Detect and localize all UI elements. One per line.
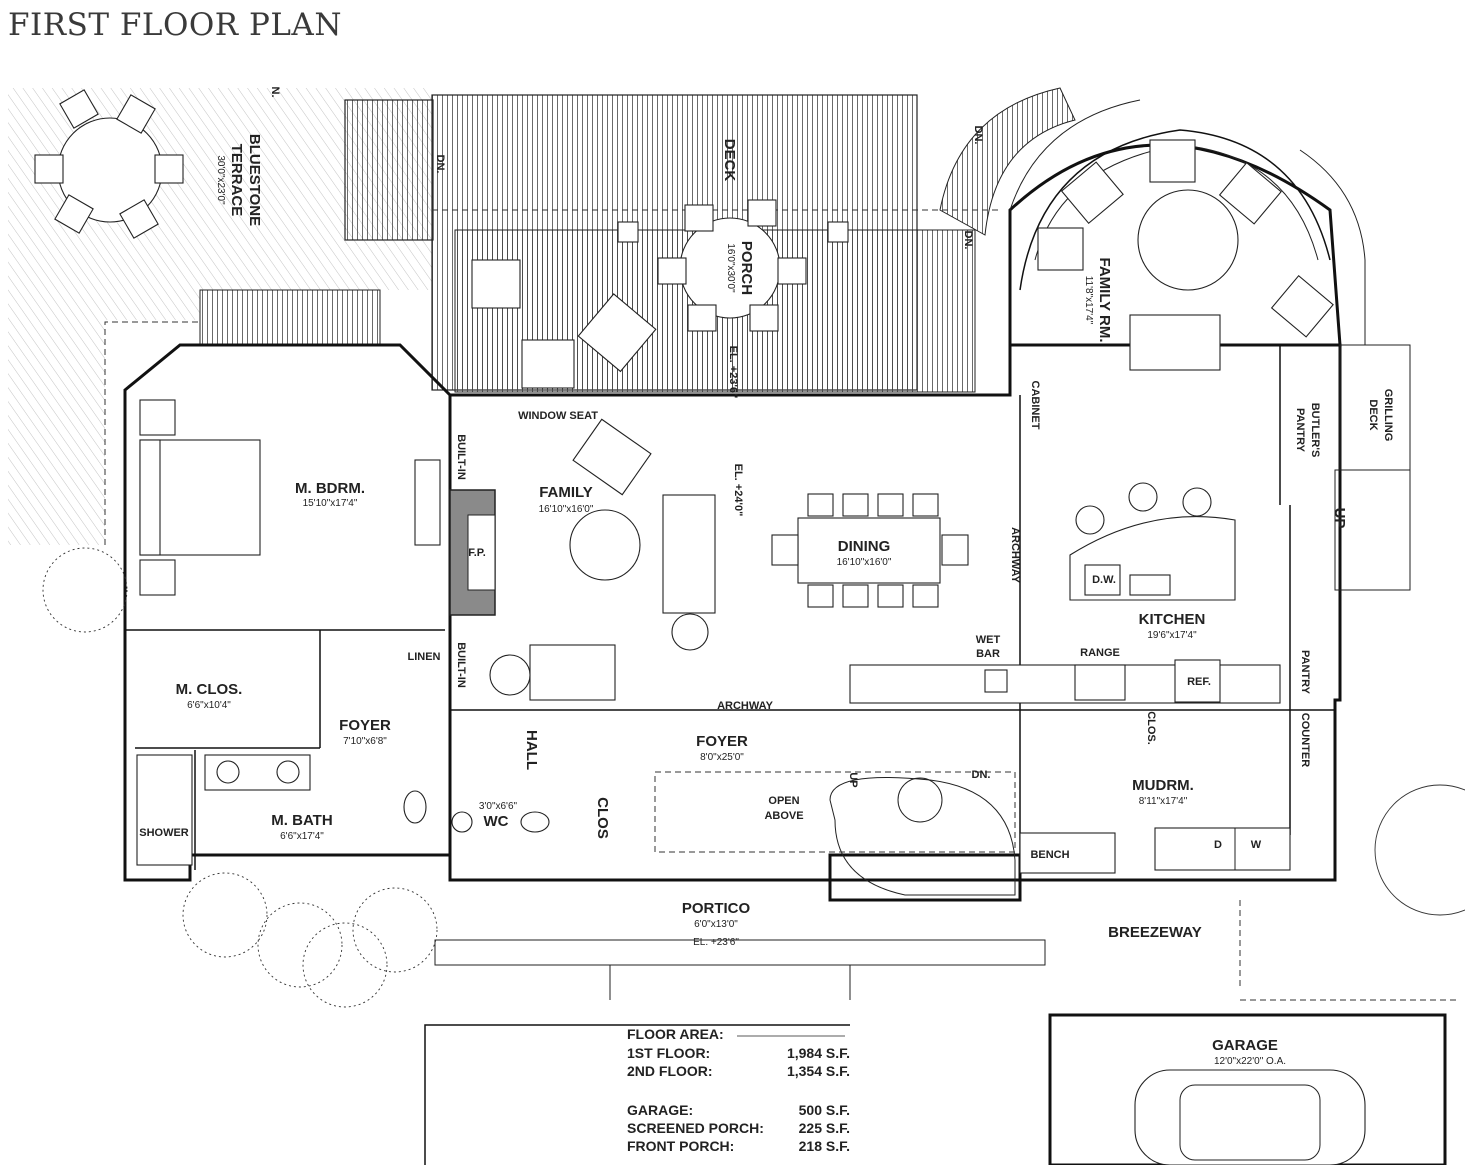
portico-area (424, 900, 1460, 1165)
m-clos-dimensions: 6'6"x10'4" (187, 700, 231, 711)
m-bdrm-label: M. BDRM. (295, 480, 365, 497)
landscape-trees (42, 547, 1465, 1008)
portico-dimensions: 6'0"x13'0" (694, 919, 738, 930)
main-stair (654, 771, 1016, 896)
car-icon (1134, 1069, 1366, 1165)
archway-label-vertical: ARCHWAY (1009, 527, 1021, 583)
counter-label: COUNTER (1299, 713, 1311, 767)
bench-label: BENCH (1030, 849, 1069, 861)
bar-label: BAR (976, 648, 1000, 660)
family-rm-label: FAMILY RM. (1096, 257, 1113, 342)
open-label: OPEN (768, 795, 799, 807)
dryer-label: D (1214, 839, 1222, 851)
up-label-grill: UP (1331, 508, 1348, 529)
window-seat-label: WINDOW SEAT (518, 410, 598, 422)
m-clos-label: M. CLOS. (176, 681, 243, 698)
dining-label: DINING (838, 538, 891, 555)
kitchen-label: KITCHEN (1139, 611, 1206, 628)
north-label: N. (269, 87, 281, 98)
portico-label: PORTICO (682, 900, 751, 917)
pantry-label: PANTRY (1299, 650, 1311, 695)
cabinet-label: CABINET (1029, 381, 1041, 430)
range-label: RANGE (1080, 647, 1120, 659)
clos-label-mudrm: CLOS. (1145, 711, 1157, 745)
dn-label-bay: DN. (972, 126, 984, 145)
porch-dimensions: 16'0"x30'0" (725, 243, 736, 293)
foyer-small-label: FOYER (339, 717, 391, 734)
floor-area-row-value: 1,354 S.F. (787, 1063, 850, 1079)
clos-label-foyer: CLOS (594, 797, 611, 839)
dn-label-porch: DN. (962, 231, 974, 250)
breezeway-label: BREEZEWAY (1108, 924, 1202, 941)
wc-dimensions: 3'0"x6'6" (479, 801, 518, 812)
terrace-dimensions: 30'0"x23'0" (215, 155, 226, 205)
floor-area-table: FLOOR AREA: 1ST FLOOR: 1,984 S.F. 2ND FL… (627, 1026, 850, 1154)
linen-label: LINEN (408, 651, 441, 663)
dw-label: D.W. (1092, 574, 1116, 586)
built-in-label-top: BUILT-IN (455, 434, 467, 480)
porch-elevation: EL. +23'6" (727, 346, 739, 399)
foyer-small-dimensions: 7'10"x6'8" (343, 736, 387, 747)
butlers-pantry-label: BUTLER'S (1309, 403, 1321, 458)
washer-label: W (1251, 839, 1262, 851)
above-label: ABOVE (764, 810, 803, 822)
built-in-label-bottom: BUILT-IN (455, 642, 467, 688)
portico-elevation: EL. +23'6" (693, 937, 739, 948)
foyer-main-label: FOYER (696, 733, 748, 750)
dn-label-deck: DN. (434, 155, 446, 174)
mudroom-furniture (1019, 827, 1291, 874)
floor-area-row-value: 500 S.F. (799, 1102, 850, 1118)
family-room-furniture (1037, 139, 1334, 371)
bath-fixtures (136, 754, 550, 866)
family-dimensions: 16'10"x16'0" (539, 504, 594, 515)
foyer-main-dimensions: 8'0"x25'0" (700, 752, 744, 763)
terrace-table (34, 89, 184, 239)
family-elevation: EL. +24'0" (732, 464, 744, 517)
mudrm-label: MUDRM. (1132, 777, 1194, 794)
floor-area-row-value: 225 S.F. (799, 1120, 850, 1136)
fireplace-label: F.P. (468, 547, 486, 559)
dn-label-stair: DN. (972, 769, 991, 781)
kitchen-furniture (849, 482, 1281, 704)
floor-area-row-label: FRONT PORCH: (627, 1138, 734, 1154)
mudrm-dimensions: 8'11"x17'4" (1139, 796, 1188, 807)
butlers-pantry-label-2: PANTRY (1294, 408, 1306, 453)
grilling-deck-label-2: DECK (1367, 399, 1379, 430)
family-rm-dimensions: 11'8"x17'4" (1083, 276, 1094, 325)
m-bdrm-dimensions: 15'10"x17'4" (303, 498, 358, 509)
porch-label: PORCH (738, 241, 755, 295)
up-label-stair: UP (847, 772, 859, 787)
dining-dimensions: 16'10"x16'0" (837, 557, 892, 568)
m-bath-label: M. BATH (271, 812, 332, 829)
garage-label: GARAGE (1212, 1037, 1278, 1054)
floor-area-heading: FLOOR AREA: (627, 1026, 724, 1042)
shower-label: SHOWER (139, 827, 189, 839)
m-bath-dimensions: 6'6"x17'4" (280, 831, 324, 842)
floor-area-row-value: 1,984 S.F. (787, 1045, 850, 1061)
family-dining-furniture (489, 418, 969, 701)
ref-label: REF. (1187, 676, 1211, 688)
kitchen-dimensions: 19'6"x17'4" (1147, 630, 1197, 641)
wc-label: WC (484, 813, 509, 830)
archway-label-horizontal: ARCHWAY (717, 700, 773, 712)
deck-label: DECK (721, 139, 738, 182)
floor-area-row-label: GARAGE: (627, 1102, 693, 1118)
floor-area-row-label: 1ST FLOOR: (627, 1045, 710, 1061)
wet-label: WET (976, 634, 1001, 646)
bedroom-furniture (139, 399, 441, 596)
floor-area-row-value: 218 S.F. (799, 1138, 850, 1154)
plan-title: FIRST FLOOR PLAN (8, 7, 342, 43)
porch-table (471, 199, 849, 389)
garage-dimensions: 12'0"x22'0" O.A. (1214, 1056, 1286, 1067)
fireplace-opening (467, 514, 496, 591)
hall-label: HALL (523, 730, 540, 770)
grilling-deck-label: GRILLING (1382, 389, 1394, 442)
floor-area-row-label: SCREENED PORCH: (627, 1120, 764, 1136)
family-label: FAMILY (539, 484, 593, 501)
terrace-label-2: TERRACE (228, 144, 245, 217)
terrace-label: BLUESTONE (246, 134, 263, 226)
floor-area-row-label: 2ND FLOOR: (627, 1063, 713, 1079)
